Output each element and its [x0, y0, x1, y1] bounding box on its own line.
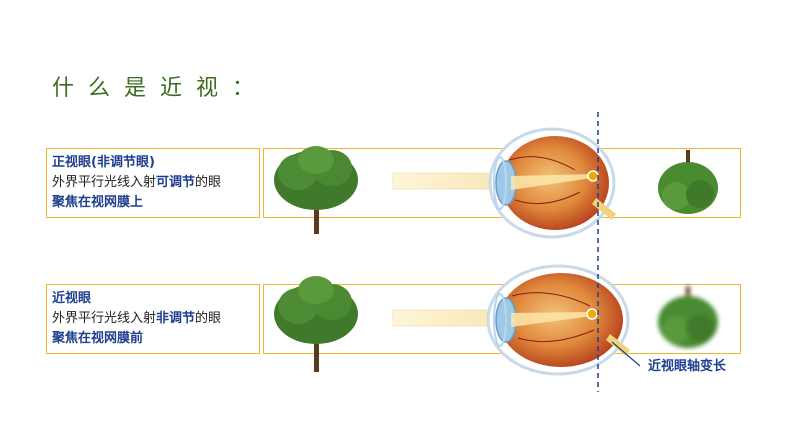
normal-eye-eyeball: [490, 129, 616, 237]
callout-pointer-line: [612, 342, 640, 366]
axial-elongation-callout: 近视眼轴变长: [648, 355, 726, 374]
normal-eye-retinal-image-tree: [658, 150, 718, 214]
myopic-eye-tree: [274, 276, 358, 372]
normal-eye-tree: [274, 146, 358, 234]
myopic-eye-blurred-retinal-image: [658, 286, 718, 348]
myopic-eye-focus-point: [587, 309, 597, 319]
normal-eye-focus-point: [588, 171, 598, 181]
myopic-eye-eyeball: [488, 266, 630, 374]
